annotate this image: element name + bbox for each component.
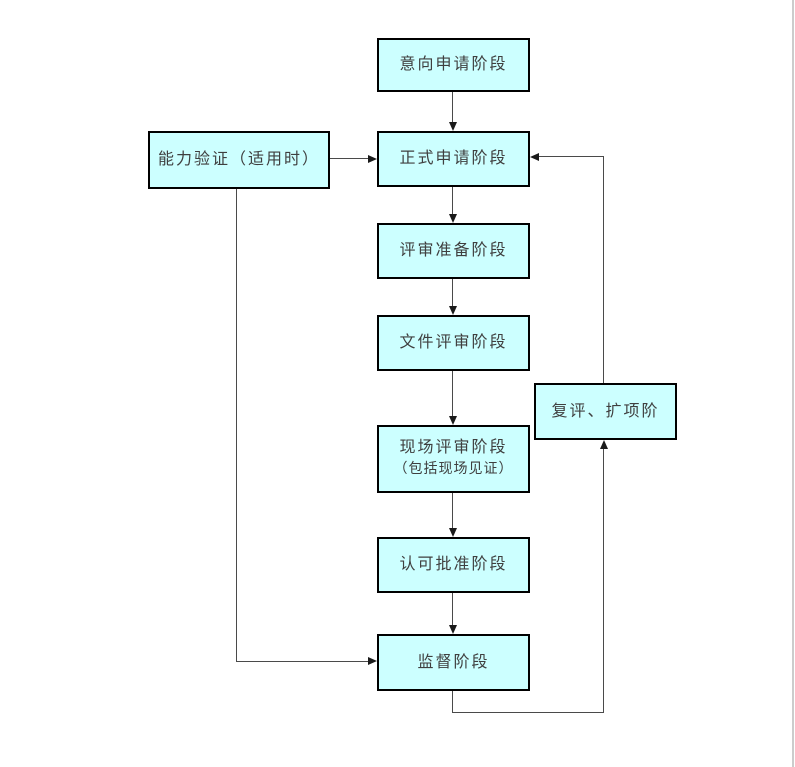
node-onsite-review-sublabel: （包括现场见证） xyxy=(393,462,514,477)
node-capability-verification-label: 能力验证（适用时） xyxy=(157,151,320,168)
node-accreditation-approval-label: 认可批准阶段 xyxy=(399,556,508,573)
node-reassessment-expansion: 复评、扩项阶 xyxy=(534,383,677,440)
page-right-edge-line xyxy=(792,0,794,767)
arrow-down-icon xyxy=(449,416,457,425)
node-supervision-label: 监督阶段 xyxy=(417,653,490,671)
connector-supervision-down xyxy=(452,691,453,713)
node-reassessment-expansion-label: 复评、扩项阶 xyxy=(551,402,660,420)
connector-onsite-to-approval xyxy=(452,493,453,529)
connector-approval-to-supervision xyxy=(452,593,453,626)
node-intent-application: 意向申请阶段 xyxy=(377,38,530,92)
connector-to-formal-right xyxy=(538,156,604,157)
connector-capability-to-formal xyxy=(330,158,368,159)
arrow-right-icon xyxy=(368,155,377,163)
node-onsite-review-label: 现场评审阶段 xyxy=(399,439,508,456)
connector-up-to-reassessment xyxy=(603,447,604,713)
arrow-down-icon xyxy=(449,625,457,634)
node-document-review-label: 文件评审阶段 xyxy=(399,334,508,351)
node-supervision: 监督阶段 xyxy=(377,634,530,691)
connector-reassessment-up xyxy=(603,157,604,383)
connector-prep-to-doc xyxy=(452,279,453,307)
node-document-review: 文件评审阶段 xyxy=(377,315,530,371)
connector-capability-down xyxy=(236,189,237,662)
connector-capability-to-supervision xyxy=(236,661,368,662)
node-onsite-review: 现场评审阶段 （包括现场见证） xyxy=(377,425,530,493)
node-formal-application-label: 正式申请阶段 xyxy=(399,150,508,167)
arrow-left-icon xyxy=(530,153,539,161)
connector-bottom-right xyxy=(452,712,604,713)
arrow-down-icon xyxy=(449,214,457,223)
node-review-preparation-label: 评审准备阶段 xyxy=(399,242,508,259)
arrow-up-icon xyxy=(600,440,608,449)
arrow-right-icon xyxy=(368,657,377,665)
node-accreditation-approval: 认可批准阶段 xyxy=(377,537,530,593)
arrow-down-icon xyxy=(449,122,457,131)
connector-formal-to-prep xyxy=(452,187,453,215)
node-intent-application-label: 意向申请阶段 xyxy=(399,56,508,73)
connector-intent-to-formal xyxy=(452,92,453,122)
connector-doc-to-onsite xyxy=(452,371,453,417)
arrow-down-icon xyxy=(449,528,457,537)
arrow-down-icon xyxy=(449,306,457,315)
node-review-preparation: 评审准备阶段 xyxy=(377,223,530,279)
node-capability-verification: 能力验证（适用时） xyxy=(148,131,330,189)
node-formal-application: 正式申请阶段 xyxy=(377,131,530,187)
